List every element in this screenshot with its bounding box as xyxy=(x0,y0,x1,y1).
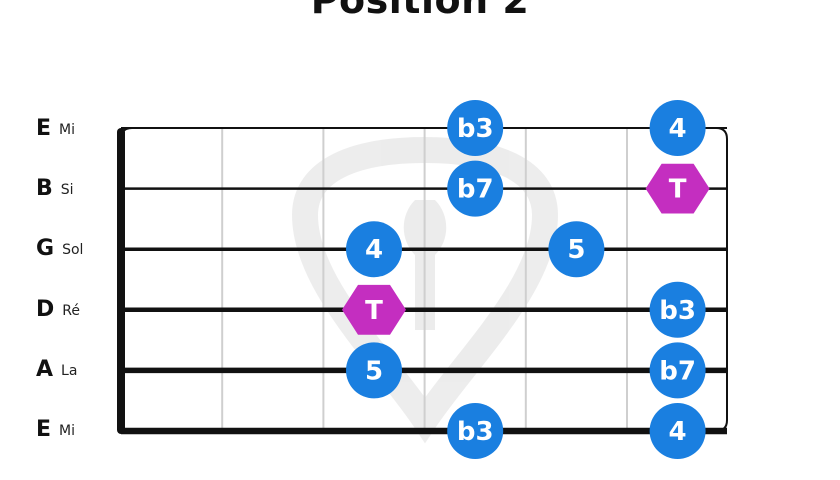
note-label: T xyxy=(669,175,687,205)
interval-note-marker: 5 xyxy=(346,342,402,399)
nut xyxy=(117,128,125,434)
root-note-marker: T xyxy=(342,284,406,335)
string-name-fr: Mi xyxy=(59,422,75,439)
note-shape xyxy=(649,281,706,338)
string-label-d: D Ré xyxy=(36,294,80,324)
string-name-fr: La xyxy=(61,362,78,379)
interval-note-marker: 4 xyxy=(649,403,706,459)
note-label: b3 xyxy=(457,114,494,144)
string-name: D xyxy=(36,296,55,322)
note-label: 5 xyxy=(365,356,383,386)
note-shape xyxy=(649,342,706,399)
interval-note-marker: b3 xyxy=(649,281,706,338)
note-label: T xyxy=(365,296,383,326)
note-label: b7 xyxy=(659,356,696,386)
string-name-fr: Mi xyxy=(59,121,75,138)
string-name: A xyxy=(36,356,54,382)
string-name-fr: Ré xyxy=(62,302,80,319)
string-label-a: A La xyxy=(36,354,77,384)
note-label: b7 xyxy=(457,175,494,205)
note-shape xyxy=(447,100,504,156)
note-label: 5 xyxy=(567,235,585,265)
string-name: G xyxy=(36,235,55,261)
string-label-high-e: E Mi xyxy=(36,113,75,143)
note-shape xyxy=(447,160,504,217)
note-shape xyxy=(342,284,406,335)
note-label: b3 xyxy=(659,296,696,326)
interval-note-marker: 4 xyxy=(346,221,402,278)
string-label-b: B Si xyxy=(36,173,74,203)
string-label-low-e: E Mi xyxy=(36,414,75,444)
diagram-title: Position 2 xyxy=(310,0,530,22)
string-label-g: G Sol xyxy=(36,233,83,263)
string-name: E xyxy=(36,115,52,141)
interval-note-marker: b3 xyxy=(447,100,504,156)
interval-note-marker: 5 xyxy=(548,221,605,278)
interval-note-marker: 4 xyxy=(649,100,706,156)
note-shape xyxy=(649,403,706,459)
root-note-marker: T xyxy=(645,163,710,214)
note-label: 4 xyxy=(669,417,687,447)
string-name: E xyxy=(36,416,52,442)
note-shape xyxy=(346,221,402,278)
string-name: B xyxy=(36,175,53,201)
interval-note-marker: b7 xyxy=(447,160,504,217)
string-name-fr: Sol xyxy=(62,241,84,258)
note-label: b3 xyxy=(457,417,494,447)
note-shape xyxy=(346,342,402,399)
interval-note-marker: b3 xyxy=(447,403,504,459)
note-label: 4 xyxy=(365,235,383,265)
note-shape xyxy=(548,221,605,278)
string-name-fr: Si xyxy=(60,181,74,198)
note-shape xyxy=(447,403,504,459)
interval-note-marker: b7 xyxy=(649,342,706,399)
note-label: 4 xyxy=(669,114,687,144)
note-shape xyxy=(645,163,710,214)
note-shape xyxy=(649,100,706,156)
